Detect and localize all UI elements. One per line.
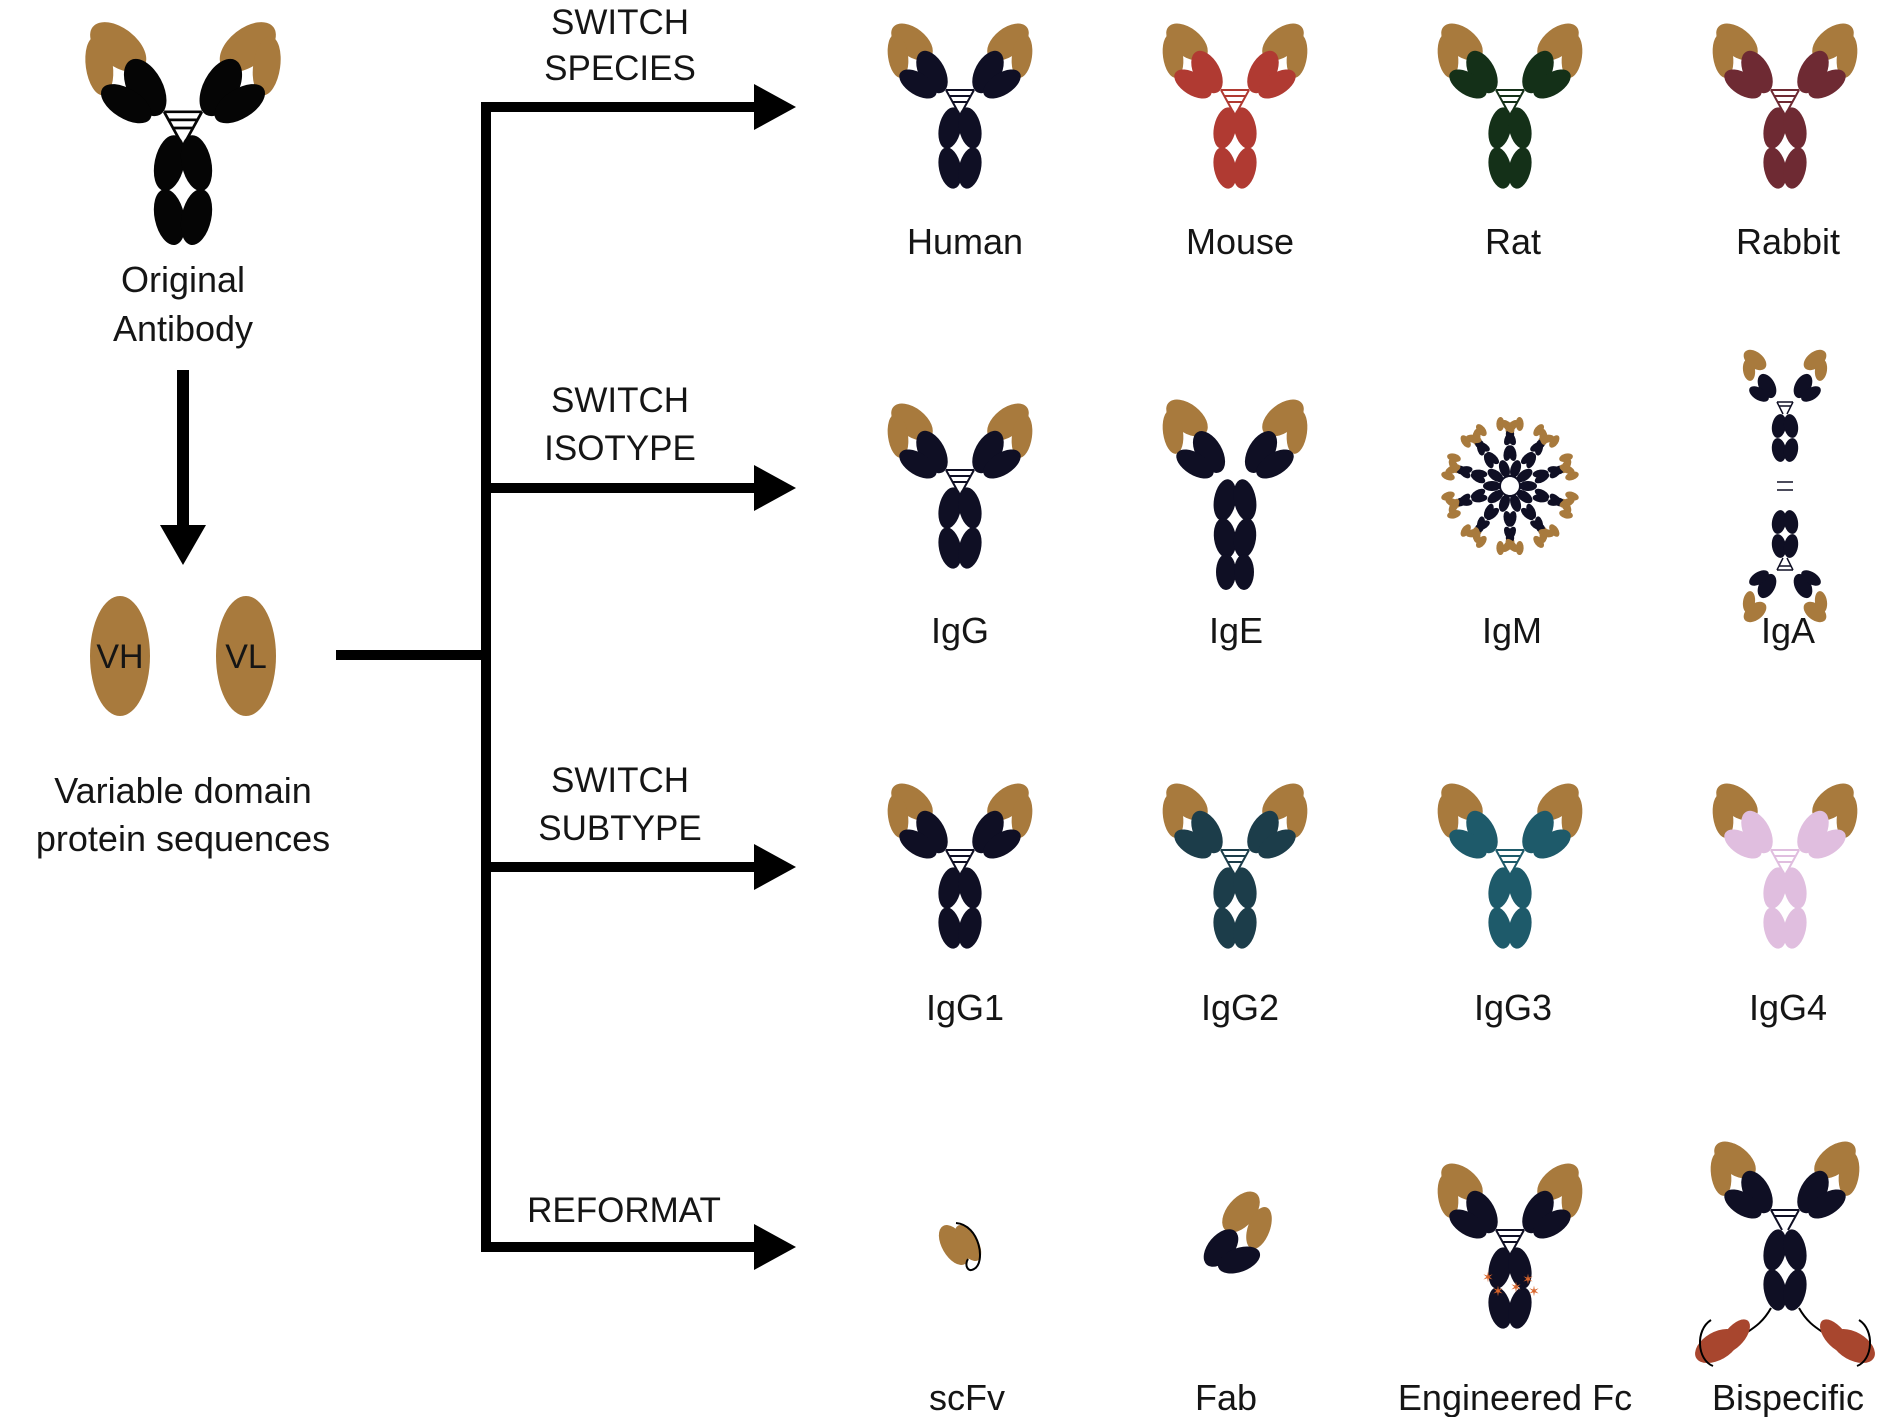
variable-domain-caption-line2: protein sequences (36, 818, 330, 859)
label-igg2: IgG2 (1201, 987, 1279, 1028)
original-antibody-icon (85, 22, 281, 246)
scfv-icon (938, 1222, 982, 1271)
branch-label-subtype-line2: SUBTYPE (538, 809, 701, 848)
iga-dimer-icon (1742, 349, 1828, 623)
branch-arrow-species (481, 84, 796, 130)
label-bispecific: Bispecific (1712, 1377, 1864, 1417)
label-iga: IgA (1761, 610, 1815, 651)
label-scfv: scFv (929, 1377, 1005, 1417)
igm-pentamer-icon (1441, 416, 1579, 556)
igg4-icon (1712, 783, 1858, 949)
label-igg: IgG (931, 610, 989, 651)
branch-arrow-isotype (481, 465, 796, 511)
label-mouse: Mouse (1186, 221, 1294, 262)
branch-label-isotype-line2: ISOTYPE (544, 429, 696, 468)
label-igm: IgM (1482, 610, 1542, 651)
igg-human-icon (887, 23, 1033, 189)
label-ige: IgE (1209, 610, 1263, 651)
branch-label-species-line1: SWITCH (551, 3, 689, 42)
igg-rabbit-icon (1712, 23, 1858, 189)
svg-text:✶: ✶ (1482, 1270, 1494, 1286)
branch-arrow-subtype (481, 844, 796, 890)
label-igg3: IgG3 (1474, 987, 1552, 1028)
igg-mouse-icon (1162, 23, 1308, 189)
ige-icon (1162, 399, 1308, 590)
engineered-fc-icon: ✶✶✶✶✶ (1437, 1163, 1583, 1329)
label-human: Human (907, 221, 1023, 262)
branch-arrow-reformat (481, 1224, 796, 1270)
label-rabbit: Rabbit (1736, 221, 1840, 262)
igg-rat-icon (1437, 23, 1583, 189)
branch-label-species-line2: SPECIES (544, 49, 696, 88)
svg-text:✶: ✶ (1528, 1284, 1540, 1300)
branch-label-subtype-line1: SWITCH (551, 761, 689, 800)
igg3-icon (1437, 783, 1583, 949)
svg-text:✶: ✶ (1510, 1280, 1522, 1296)
original-antibody-label-line1: Original (121, 259, 245, 300)
branch-connector (336, 102, 491, 1252)
igg2-icon (1162, 783, 1308, 949)
label-rat: Rat (1485, 221, 1541, 262)
original-antibody-label-line2: Antibody (113, 308, 253, 349)
label-igg4: IgG4 (1749, 987, 1827, 1028)
variable-domain-caption-line1: Variable domain (54, 770, 311, 811)
branch-label-reformat: REFORMAT (527, 1191, 721, 1230)
label-igg1: IgG1 (926, 987, 1004, 1028)
igg1-icon (887, 783, 1033, 949)
svg-text:✶: ✶ (1492, 1284, 1504, 1300)
label-engineered-fc: Engineered Fc (1398, 1377, 1632, 1417)
vh-domain: VH (90, 596, 150, 716)
bispecific-icon (1695, 1141, 1875, 1367)
vl-domain: VL (216, 596, 276, 716)
down-arrow (160, 370, 206, 565)
igg-icon (887, 403, 1033, 569)
branch-label-isotype-line1: SWITCH (551, 381, 689, 420)
svg-text:✶: ✶ (1522, 1272, 1534, 1288)
label-fab: Fab (1195, 1377, 1257, 1417)
vh-label: VH (96, 638, 143, 676)
vl-label: VL (225, 638, 267, 676)
fab-icon (1203, 1191, 1272, 1274)
